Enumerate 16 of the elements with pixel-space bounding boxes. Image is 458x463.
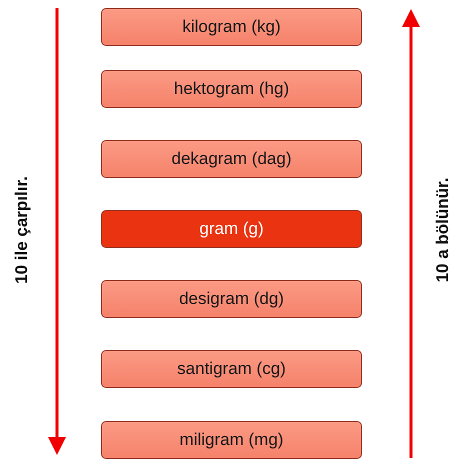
- unit-label: miligram (mg): [180, 430, 284, 450]
- unit-label: kilogram (kg): [182, 17, 281, 37]
- unit-box: [101, 140, 362, 178]
- unit-box: [101, 280, 362, 318]
- highlighted-unit-box: [101, 210, 362, 248]
- unit-label: hektogram (hg): [174, 79, 290, 99]
- unit-box: [101, 8, 362, 46]
- arrow-caption: 10 a bölünür.: [433, 178, 453, 282]
- unit-label: desigram (dg): [179, 289, 284, 309]
- unit-label: santigram (cg): [177, 359, 286, 379]
- unit-box: [101, 350, 362, 388]
- unit-box: [101, 421, 362, 459]
- arrow-caption: 10 ile çarpılır.: [12, 176, 32, 284]
- unit-label: dekagram (dag): [171, 149, 292, 169]
- unit-label: gram (g): [199, 219, 264, 239]
- unit-box: [101, 70, 362, 108]
